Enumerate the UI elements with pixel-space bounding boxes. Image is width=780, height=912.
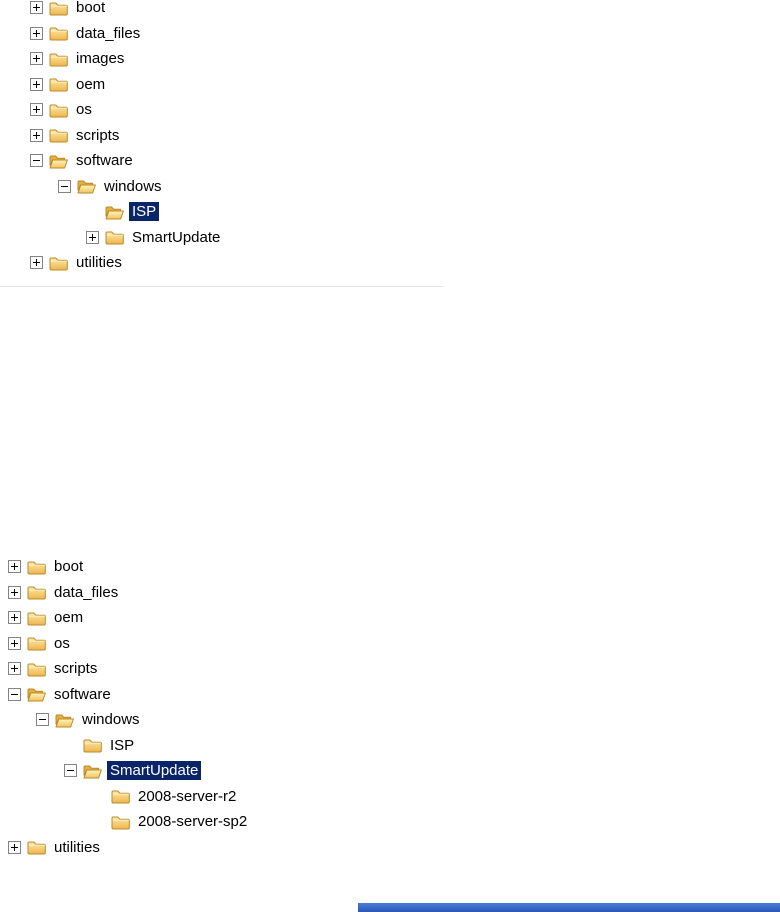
folder-closed-icon [83, 737, 102, 753]
expand-plus-icon[interactable] [30, 129, 43, 142]
tree-item[interactable]: data_files [8, 580, 250, 606]
expand-plus-icon[interactable] [86, 231, 99, 244]
tree-item-label[interactable]: boot [76, 0, 106, 17]
tree-item-label[interactable]: 2008-server-sp2 [138, 813, 248, 831]
tree-item-label[interactable]: software [54, 685, 111, 703]
expand-plus-icon[interactable] [8, 637, 21, 650]
expand-plus-icon[interactable] [30, 78, 43, 91]
tree-item[interactable]: boot [30, 0, 223, 21]
folder-closed-icon [49, 76, 68, 92]
expand-plus-icon[interactable] [8, 611, 21, 624]
tree-item-label[interactable]: oem [54, 609, 84, 627]
folder-closed-icon [27, 839, 46, 855]
tree-item[interactable]: oem [30, 72, 223, 98]
collapse-minus-icon[interactable] [58, 180, 71, 193]
expand-plus-icon[interactable] [8, 662, 21, 675]
expand-plus-icon[interactable] [8, 841, 21, 854]
tree-item[interactable]: windows [8, 707, 250, 733]
tree-item[interactable]: scripts [8, 656, 250, 682]
tree-item-label[interactable]: ISP [129, 202, 160, 222]
tree-item[interactable]: ISP [30, 199, 223, 225]
folder-closed-icon [105, 229, 124, 245]
folder-closed-icon [49, 127, 68, 143]
expand-plus-icon[interactable] [8, 586, 21, 599]
tree-item[interactable]: 2008-server-r2 [8, 784, 250, 810]
tree-item[interactable]: software [8, 682, 250, 708]
folder-closed-icon [49, 255, 68, 271]
tree-item[interactable]: data_files [30, 21, 223, 47]
tree-item-label[interactable]: SmartUpdate [132, 228, 221, 246]
expand-plus-icon[interactable] [8, 560, 21, 573]
tree-item-label[interactable]: windows [104, 177, 162, 195]
tree-item[interactable]: utilities [30, 250, 223, 276]
tree-item-label[interactable]: data_files [76, 24, 141, 42]
folder-closed-icon [49, 0, 68, 16]
folder-closed-icon [27, 559, 46, 575]
folder-open-icon [105, 204, 124, 220]
expand-plus-icon[interactable] [30, 1, 43, 14]
tree-item[interactable]: images [30, 46, 223, 72]
folder-closed-icon [27, 635, 46, 651]
tree-item[interactable]: scripts [30, 123, 223, 149]
tree-item-label[interactable]: utilities [54, 838, 100, 856]
tree-item[interactable]: SmartUpdate [8, 758, 250, 784]
toggle-spacer [86, 205, 99, 218]
tree-item-label[interactable]: 2008-server-r2 [138, 787, 237, 805]
tree-item-label[interactable]: scripts [76, 126, 120, 144]
tree-item-label[interactable]: windows [82, 711, 140, 729]
folder-closed-icon [49, 25, 68, 41]
folder-open-icon [55, 712, 74, 728]
tree-item-label[interactable]: data_files [54, 583, 119, 601]
tree-item[interactable]: boot [8, 554, 250, 580]
tree-item-label[interactable]: images [76, 50, 125, 68]
tree-item-label[interactable]: utilities [76, 254, 122, 272]
tree-item[interactable]: oem [8, 605, 250, 631]
tree-item-label[interactable]: scripts [54, 660, 98, 678]
tree-item[interactable]: ISP [8, 733, 250, 759]
folder-closed-icon [27, 661, 46, 677]
tree-item[interactable]: windows [30, 174, 223, 200]
folder-closed-icon [111, 788, 130, 804]
tree-item-label[interactable]: SmartUpdate [107, 761, 202, 781]
tree-item-label[interactable]: software [76, 152, 133, 170]
tree-item[interactable]: utilities [8, 835, 250, 861]
toggle-spacer [92, 815, 105, 828]
collapse-minus-icon[interactable] [8, 688, 21, 701]
folder-closed-icon [111, 814, 130, 830]
collapse-minus-icon[interactable] [36, 713, 49, 726]
tree-item-label[interactable]: oem [76, 75, 106, 93]
tree-item[interactable]: 2008-server-sp2 [8, 809, 250, 835]
toggle-spacer [92, 790, 105, 803]
tree-item[interactable]: SmartUpdate [30, 225, 223, 251]
tree-item[interactable]: os [30, 97, 223, 123]
folder-closed-icon [49, 102, 68, 118]
tree-item-label[interactable]: os [76, 101, 92, 119]
folder-open-icon [83, 763, 102, 779]
blue-window-bar [358, 903, 780, 912]
folder-closed-icon [49, 51, 68, 67]
toggle-spacer [64, 739, 77, 752]
collapse-minus-icon[interactable] [64, 764, 77, 777]
folder-closed-icon [27, 610, 46, 626]
tree-item[interactable]: software [30, 148, 223, 174]
folder-closed-icon [27, 584, 46, 600]
expand-plus-icon[interactable] [30, 27, 43, 40]
separator-line [0, 286, 443, 287]
tree-item-label[interactable]: boot [54, 558, 84, 576]
folder-open-icon [49, 153, 68, 169]
folder-open-icon [27, 686, 46, 702]
expand-plus-icon[interactable] [30, 52, 43, 65]
folder-open-icon [77, 178, 96, 194]
tree-item-label[interactable]: ISP [110, 736, 135, 754]
tree-item-label[interactable]: os [54, 634, 70, 652]
tree-item[interactable]: os [8, 631, 250, 657]
collapse-minus-icon[interactable] [30, 154, 43, 167]
expand-plus-icon[interactable] [30, 256, 43, 269]
expand-plus-icon[interactable] [30, 103, 43, 116]
